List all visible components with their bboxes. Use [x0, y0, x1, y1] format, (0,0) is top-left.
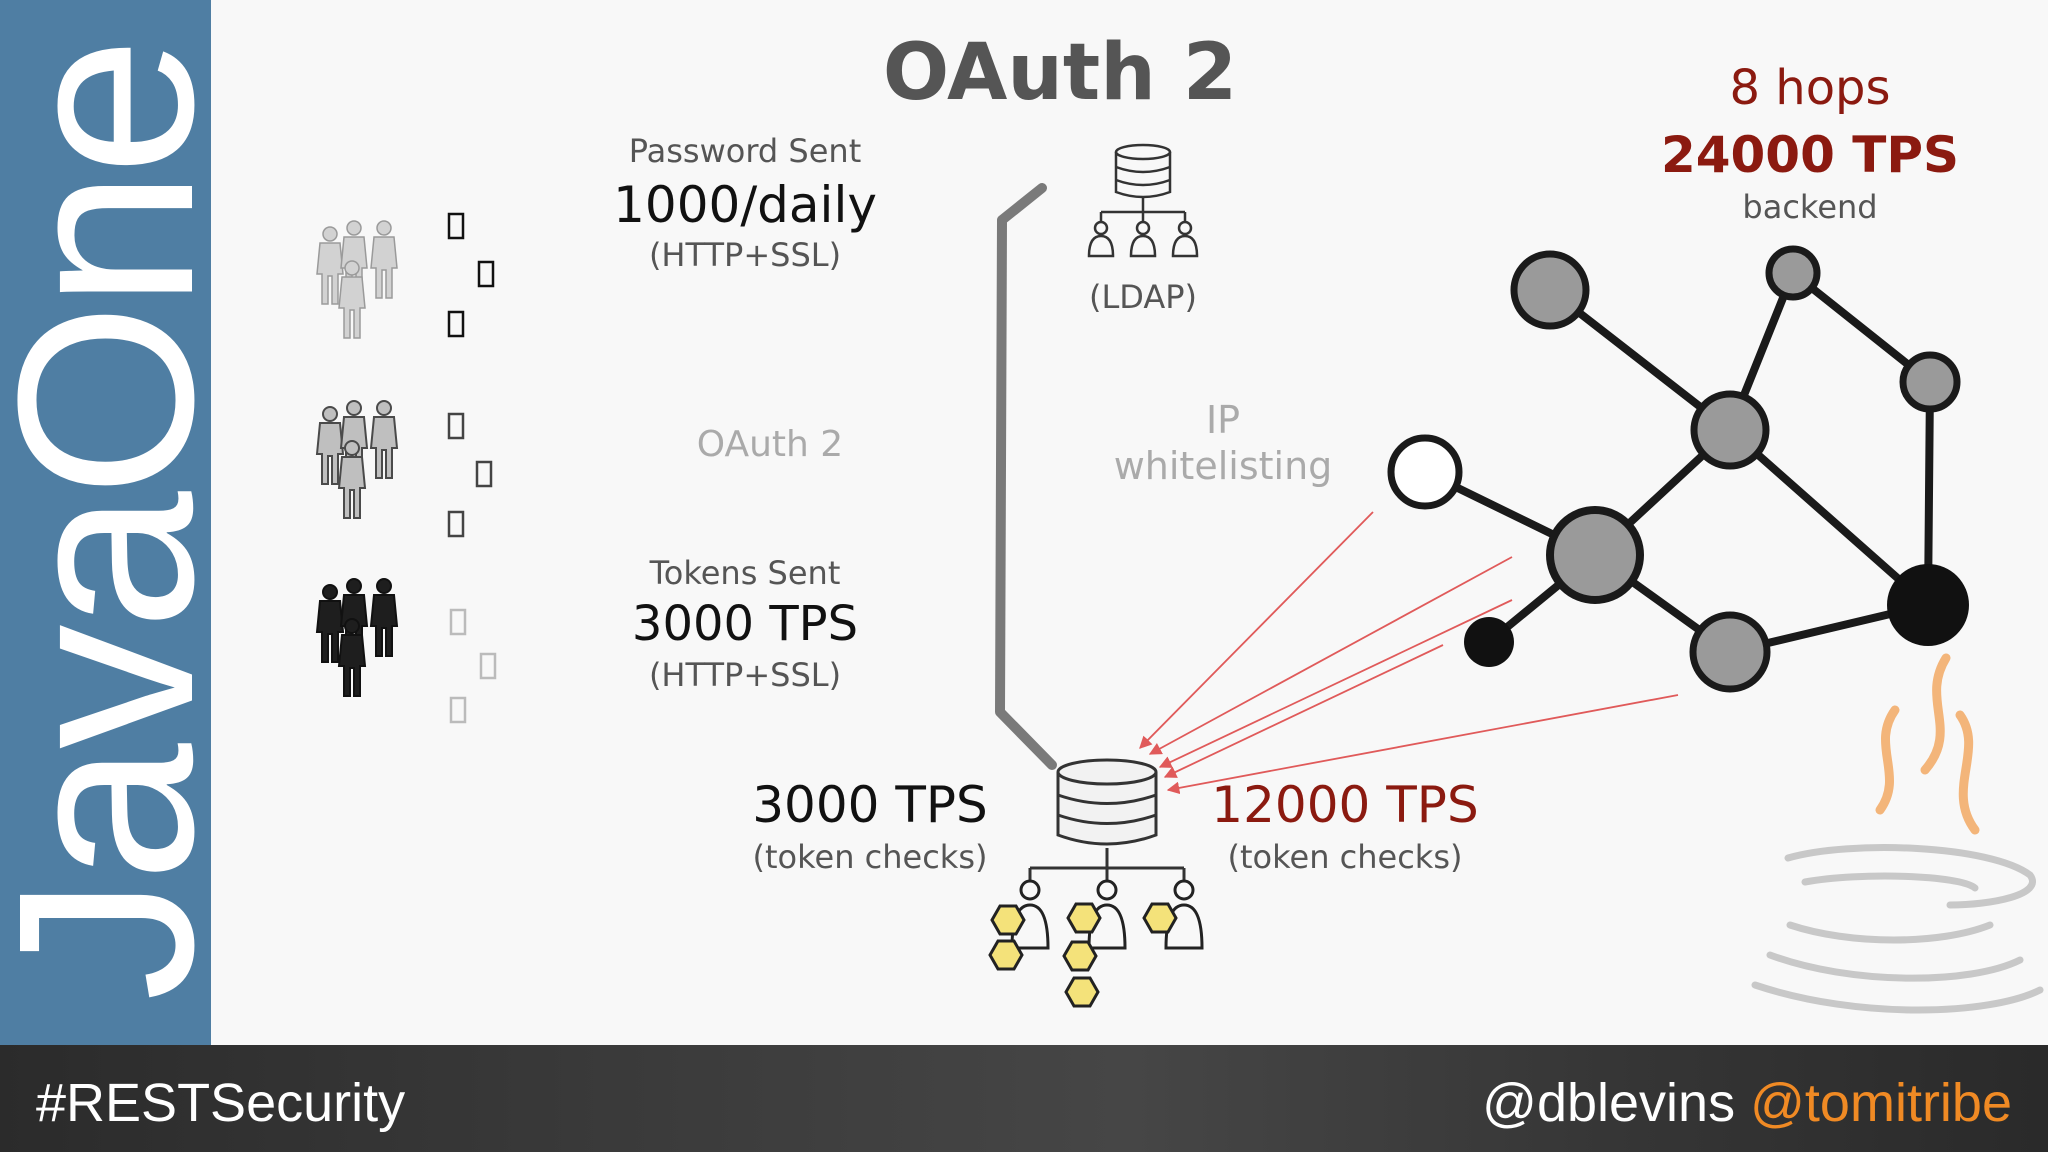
ldap-label: (LDAP) — [1088, 278, 1198, 316]
graph-node — [1510, 250, 1590, 330]
graph-node — [1690, 390, 1770, 470]
password-value: 1000/daily — [613, 176, 877, 234]
ip-label: IP — [1205, 398, 1241, 442]
backend-caption: backend — [1742, 188, 1878, 226]
tokens-protocol: (HTTP+SSL) — [648, 656, 842, 694]
tokens-heading: Tokens Sent — [649, 554, 841, 592]
token-database-icon — [1028, 758, 1186, 880]
right-checks-caption: (token checks) — [1227, 838, 1463, 876]
user-group-light — [316, 220, 398, 339]
tokens-value: 3000 TPS — [631, 596, 859, 652]
ldap-people-icon — [1087, 220, 1199, 258]
flow-line — [995, 183, 1057, 770]
graph-node — [1464, 617, 1514, 667]
left-checks-caption: (token checks) — [752, 838, 988, 876]
hexagon-token-icon — [988, 902, 1178, 1008]
twitter-handles: @dblevins @tomitribe — [1482, 1072, 2012, 1134]
whitelisting-label: whitelisting — [1113, 444, 1333, 488]
graph-node — [1689, 611, 1771, 693]
user-group-dark — [316, 578, 398, 697]
handle-dblevins[interactable]: @dblevins — [1482, 1073, 1736, 1133]
graph-node — [1546, 506, 1644, 604]
graph-node — [1899, 351, 1961, 413]
password-protocol: (HTTP+SSL) — [648, 236, 842, 274]
user-group-medium — [316, 400, 398, 519]
handle-tomitribe[interactable]: @tomitribe — [1750, 1073, 2012, 1133]
hashtag-text: #RESTSecurity — [36, 1073, 406, 1133]
password-heading: Password Sent — [628, 132, 862, 170]
graph-node — [1887, 564, 1969, 646]
graph-node — [1387, 434, 1463, 510]
backend-hops: 8 hops — [1729, 60, 1891, 116]
backend-tps: 24000 TPS — [1660, 126, 1960, 184]
network-graph-icon — [1387, 245, 1969, 693]
graph-node — [1765, 245, 1821, 301]
token-check-arrows — [1139, 511, 1679, 795]
ldap-database-icon — [1099, 143, 1187, 222]
side-bar: JavaOne — [0, 0, 211, 1045]
footer-bar — [0, 1045, 2048, 1152]
page-title: OAuth 2 — [882, 28, 1238, 118]
java-logo-icon — [1751, 653, 2044, 1014]
right-checks-value: 12000 TPS — [1211, 776, 1479, 834]
left-checks-value: 3000 TPS — [752, 776, 988, 834]
oauth-mid-label: OAuth 2 — [696, 424, 844, 465]
glyph-boxes — [447, 212, 497, 724]
side-brand-text: JavaOne — [0, 42, 211, 1002]
